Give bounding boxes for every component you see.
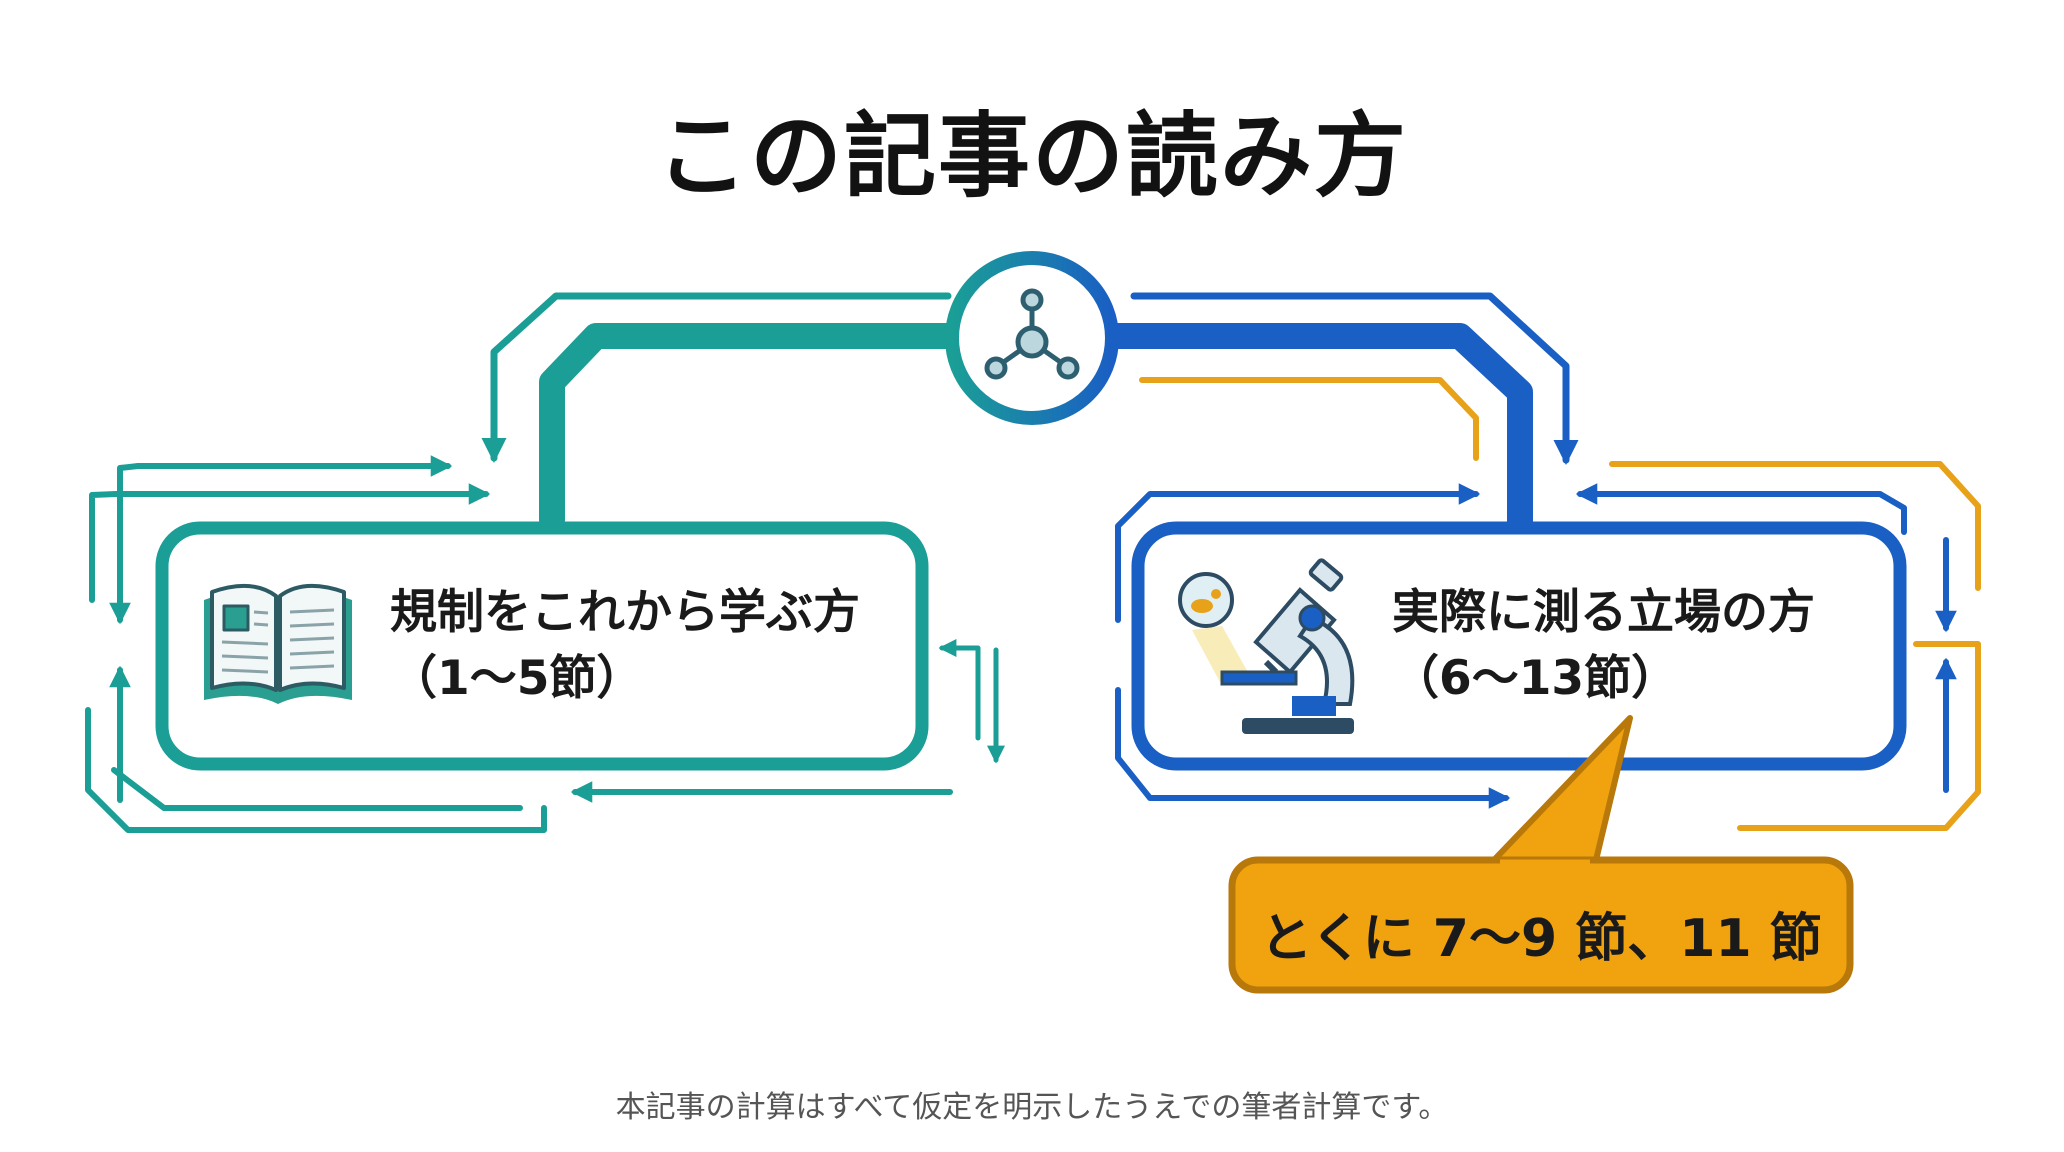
left-box-line2: （1～5節）	[390, 651, 644, 706]
right-orange-outer	[1609, 461, 1981, 591]
right-main-connector	[1077, 323, 1533, 535]
left-outer-arrow	[481, 292, 952, 464]
left-branch-connectors	[85, 292, 1005, 833]
microscope-icon	[1178, 558, 1355, 734]
right-orange-bottom	[1737, 641, 1981, 831]
callout-label: とくに 7～9 節、11 節	[1260, 909, 1822, 969]
right-top-arrow	[1115, 483, 1481, 623]
left-box	[155, 521, 929, 771]
left-side-arrow-back	[938, 639, 981, 741]
right-box-label: 実際に測る立場の方 （6～13節）	[1392, 580, 1815, 712]
right-branch-connectors	[1077, 292, 1981, 831]
right-top-arrow-back	[1575, 483, 1907, 535]
left-bottom-return	[111, 767, 523, 811]
left-box-line1: 規制をこれから学ぶ方	[390, 585, 860, 640]
molecule-icon	[984, 288, 1080, 380]
left-box-label: 規制をこれから学ぶ方 （1～5節）	[390, 580, 860, 712]
right-box-line2: （6～13節）	[1392, 651, 1679, 706]
right-bottom-arrow	[1115, 687, 1511, 809]
callout-bubble	[1228, 715, 1854, 994]
right-orange-top	[1139, 377, 1479, 461]
footnote: 本記事の計算はすべて仮定を明示したうえでの筆者計算です。	[615, 1090, 1449, 1125]
left-bottom-line	[85, 707, 547, 833]
open-book-icon	[204, 583, 352, 704]
right-outer-arrow	[1130, 292, 1579, 466]
hub	[945, 251, 1119, 425]
page-title: この記事の読み方	[655, 103, 1408, 210]
left-top-arrow-2	[89, 483, 491, 603]
left-main-connector	[539, 323, 983, 533]
right-box-line1: 実際に測る立場の方	[1392, 585, 1815, 640]
